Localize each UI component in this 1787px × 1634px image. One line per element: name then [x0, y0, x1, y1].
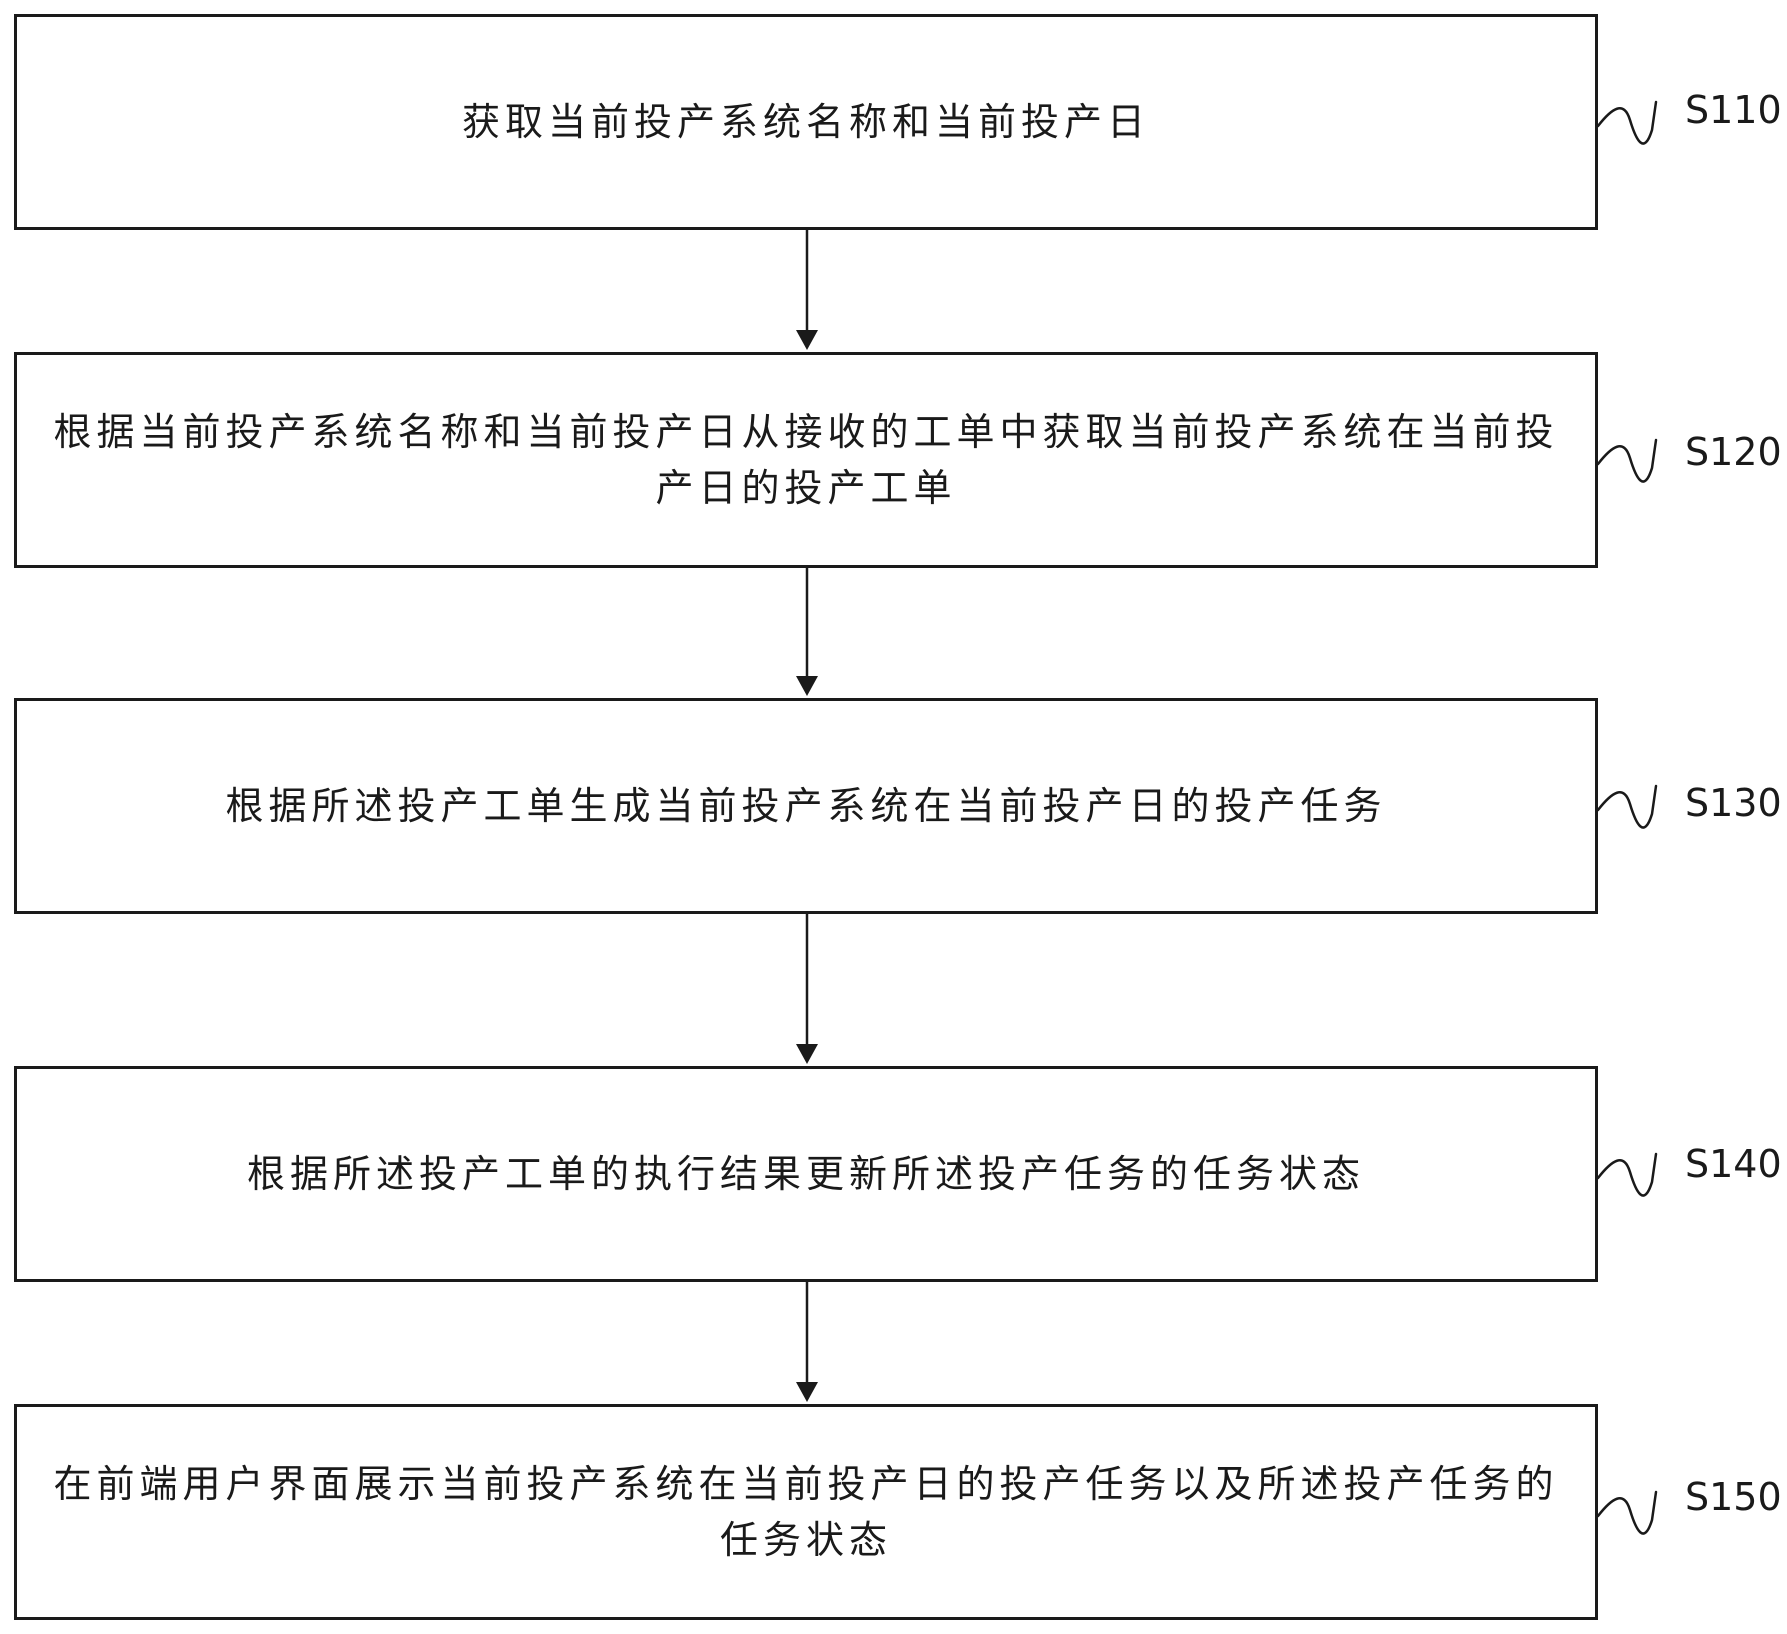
- step-text-s120: 根据当前投产系统名称和当前投产日从接收的工单中获取当前投产系统在当前投产日的投产…: [53, 410, 1559, 510]
- leader-wave-icon-4: [1596, 1152, 1658, 1197]
- step-label-s120: S120: [1685, 430, 1782, 474]
- step-label-s130: S130: [1685, 781, 1782, 825]
- step-text-s150: 在前端用户界面展示当前投产系统在当前投产日的投产任务以及所述投产任务的任务状态: [53, 1462, 1559, 1562]
- leader-wave-icon-2: [1596, 438, 1658, 483]
- step-label-s150: S150: [1685, 1475, 1782, 1519]
- arrow-head-4: [796, 1382, 818, 1402]
- leader-wave-icon-1: [1596, 100, 1658, 145]
- step-text-s140: 根据所述投产工单的执行结果更新所述投产任务的任务状态: [246, 1152, 1365, 1196]
- arrow-head-1: [796, 330, 818, 350]
- step-box-s120: 根据当前投产系统名称和当前投产日从接收的工单中获取当前投产系统在当前投产日的投产…: [14, 352, 1598, 568]
- arrow-head-3: [796, 1044, 818, 1064]
- step-box-s140: 根据所述投产工单的执行结果更新所述投产任务的任务状态: [14, 1066, 1598, 1282]
- leader-wave-icon-5: [1596, 1490, 1658, 1535]
- leader-wave-icon-3: [1596, 784, 1658, 829]
- arrow-head-2: [796, 676, 818, 696]
- step-text-s130: 根据所述投产工单生成当前投产系统在当前投产日的投产任务: [225, 784, 1387, 828]
- step-text-s110: 获取当前投产系统名称和当前投产日: [461, 100, 1150, 144]
- step-label-s140: S140: [1685, 1142, 1782, 1186]
- step-box-s150: 在前端用户界面展示当前投产系统在当前投产日的投产任务以及所述投产任务的任务状态: [14, 1404, 1598, 1620]
- step-box-s130: 根据所述投产工单生成当前投产系统在当前投产日的投产任务: [14, 698, 1598, 914]
- step-box-s110: 获取当前投产系统名称和当前投产日: [14, 14, 1598, 230]
- step-label-s110: S110: [1685, 88, 1782, 132]
